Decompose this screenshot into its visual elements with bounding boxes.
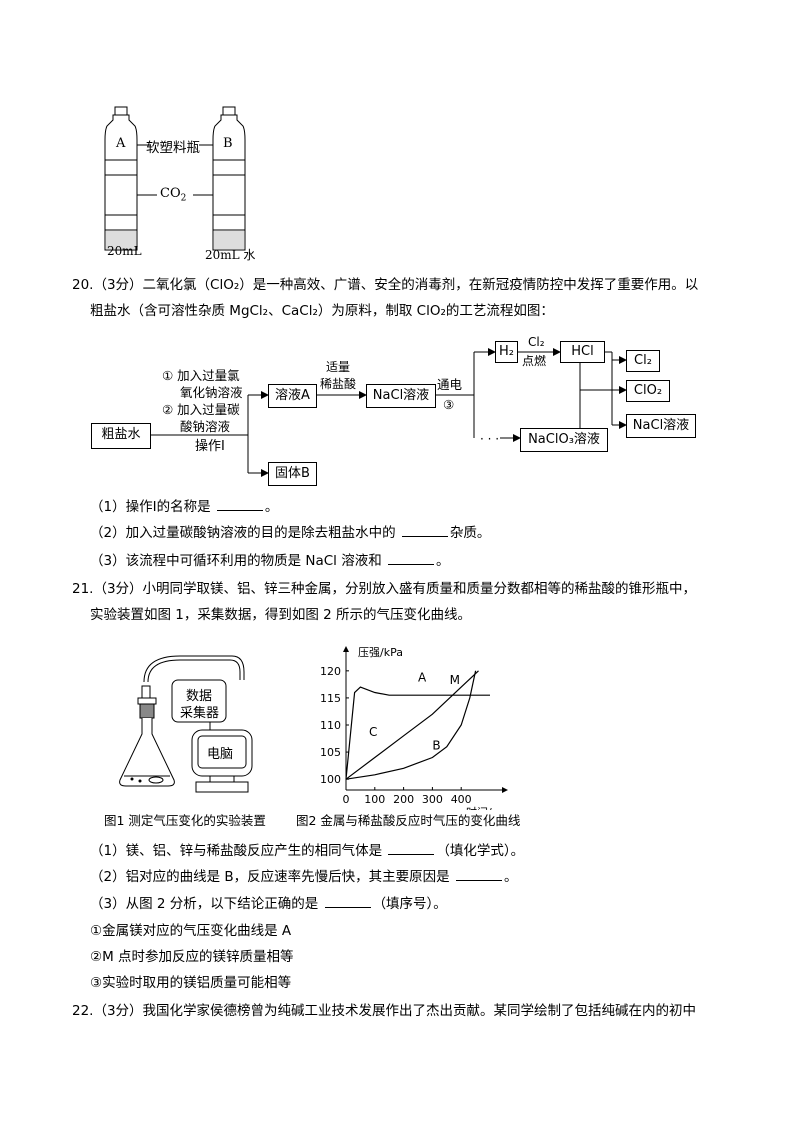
bottle-a-label: A (116, 136, 126, 151)
x-axis-arrow (502, 787, 508, 793)
pressure-chart: 0100200300400100105110115120压强/kPa时间/sAC… (320, 646, 508, 810)
flow-acid-2: 稀盐酸 (320, 377, 357, 391)
q20-sub3: （3）该流程中可循环利用的物质是 NaCl 溶液和 。 (90, 552, 450, 569)
x-axis-label: 时间/s (466, 806, 498, 810)
flow-out-nacl: NaCl溶液 (626, 414, 696, 438)
soft-bottle-label: 软塑料瓶 (146, 140, 200, 156)
x-tick-label: 400 (451, 793, 472, 806)
flow-nacl-solution: NaCl溶液 (366, 384, 436, 408)
bottle-b-volume: 20mL 水 (205, 248, 256, 262)
q20-sub3-blank[interactable] (388, 552, 435, 565)
y-axis-label: 压强/kPa (358, 646, 403, 659)
y-tick-label: 110 (320, 719, 341, 732)
bottle-b (212, 106, 246, 251)
q20-sub1: （1）操作Ⅰ的名称是 。 (90, 498, 279, 515)
q20-sub1-blank[interactable] (216, 498, 263, 511)
q20-sub2-blank[interactable] (401, 524, 448, 537)
y-axis-arrow (343, 646, 349, 652)
flow-crude-brine: 粗盐水 (91, 423, 151, 449)
series-line-A (345, 686, 490, 780)
y-tick-label: 100 (320, 773, 341, 786)
bottle-a-volume: 20mL (107, 244, 142, 258)
q21-stem-line1: 21.（3分）小明同学取镁、铝、锌三种金属，分别放入盛有质量和质量分数都相等的稀… (72, 581, 697, 597)
flow-out-clo2: ClO₂ (626, 380, 670, 402)
q21-sub2-blank[interactable] (455, 868, 502, 881)
flow-step1b: 氧化钠溶液 (180, 385, 243, 400)
q21-option-3: ③实验时取用的镁铝质量可能相等 (90, 975, 292, 991)
flow-solution-a: 溶液A (268, 384, 317, 408)
flow-step1a: ① 加入过量氯 (162, 368, 240, 383)
q21-sub1: （1）镁、铝、锌与稀盐酸反应产生的相同气体是 （填化学式）。 (90, 842, 525, 859)
series-label-A: A (418, 671, 427, 685)
x-tick-label: 200 (393, 793, 414, 806)
series-label-C: C (369, 725, 377, 739)
flow-operation1: 操作Ⅰ (195, 439, 225, 454)
flow-h2: H₂ (495, 341, 518, 363)
q21-stem-line2: 实验装置如图 1，采集数据，得到如图 2 所示的气压变化曲线。 (90, 607, 472, 623)
flow-cl2-reagent: Cl₂ (528, 335, 545, 349)
flow-out-cl2: Cl₂ (626, 350, 660, 372)
apparatus-figure (119, 655, 253, 793)
q21-sub3-blank[interactable] (324, 895, 371, 908)
q21-option-1: ①金属镁对应的气压变化曲线是 A (90, 923, 292, 939)
co2-label: CO2 (160, 186, 187, 204)
series-label-B: B (432, 738, 440, 752)
bottle-a (104, 106, 138, 251)
flow-electrolysis: 通电 (437, 377, 463, 392)
q22-stem-line1: 22.（3分）我国化学家侯德榜曾为纯碱工业技术发展作出了杰出贡献。某同学绘制了包… (72, 1003, 697, 1019)
flow-ignite: 点燃 (522, 354, 547, 368)
flow-dots: · · · (480, 432, 500, 446)
y-tick-label: 115 (320, 692, 341, 705)
q20-sub2: （2）加入过量碳酸钠溶液的目的是除去粗盐水中的 杂质。 (90, 524, 491, 541)
flow-hcl: HCl (560, 341, 605, 363)
q21-sub3: （3）从图 2 分析，以下结论正确的是 （填序号）。 (90, 895, 447, 912)
flow-step2a: ② 加入过量碳 (162, 402, 240, 417)
q20-stem-line2: 粗盐水（含可溶性杂质 MgCl₂、CaCl₂）为原料，制取 ClO₂的工艺流程如… (90, 303, 554, 319)
flow-solid-b: 固体B (268, 462, 317, 486)
y-tick-label: 105 (320, 746, 341, 759)
q21-sub2: （2）铝对应的曲线是 B，反应速率先慢后快，其主要原因是 。 (90, 868, 518, 885)
flow-step2b: 酸钠溶液 (180, 419, 231, 434)
x-tick-label: 100 (364, 793, 385, 806)
fig2-caption: 图2 金属与稀盐酸反应时气压的变化曲线 (296, 813, 521, 828)
bottle-b-label: B (223, 136, 233, 151)
flow-acid-1: 适量 (326, 360, 351, 374)
bottles-figure (104, 106, 246, 251)
collector-label-1: 数据 (186, 689, 213, 704)
x-tick-label: 300 (422, 793, 443, 806)
flow-naclo3-solution: NaClO₃溶液 (520, 428, 608, 452)
q21-sub1-blank[interactable] (388, 842, 435, 855)
computer-label: 电脑 (207, 747, 234, 762)
point-label-m: M (450, 673, 460, 687)
x-tick-label: 0 (343, 793, 350, 806)
y-tick-label: 120 (320, 665, 341, 678)
q20-stem-line1: 20.（3分）二氧化氯（ClO₂）是一种高效、广谱、安全的消毒剂，在新冠疫情防控… (72, 277, 699, 293)
fig1-caption: 图1 测定气压变化的实验装置 (104, 813, 266, 828)
series-line-B (345, 670, 477, 780)
flowchart-lines (150, 348, 627, 477)
series-line-C (345, 670, 479, 780)
q21-option-2: ②M 点时参加反应的镁锌质量相等 (90, 949, 294, 965)
collector-label-2: 采集器 (180, 706, 220, 721)
flow-step3: ③ (443, 397, 455, 412)
